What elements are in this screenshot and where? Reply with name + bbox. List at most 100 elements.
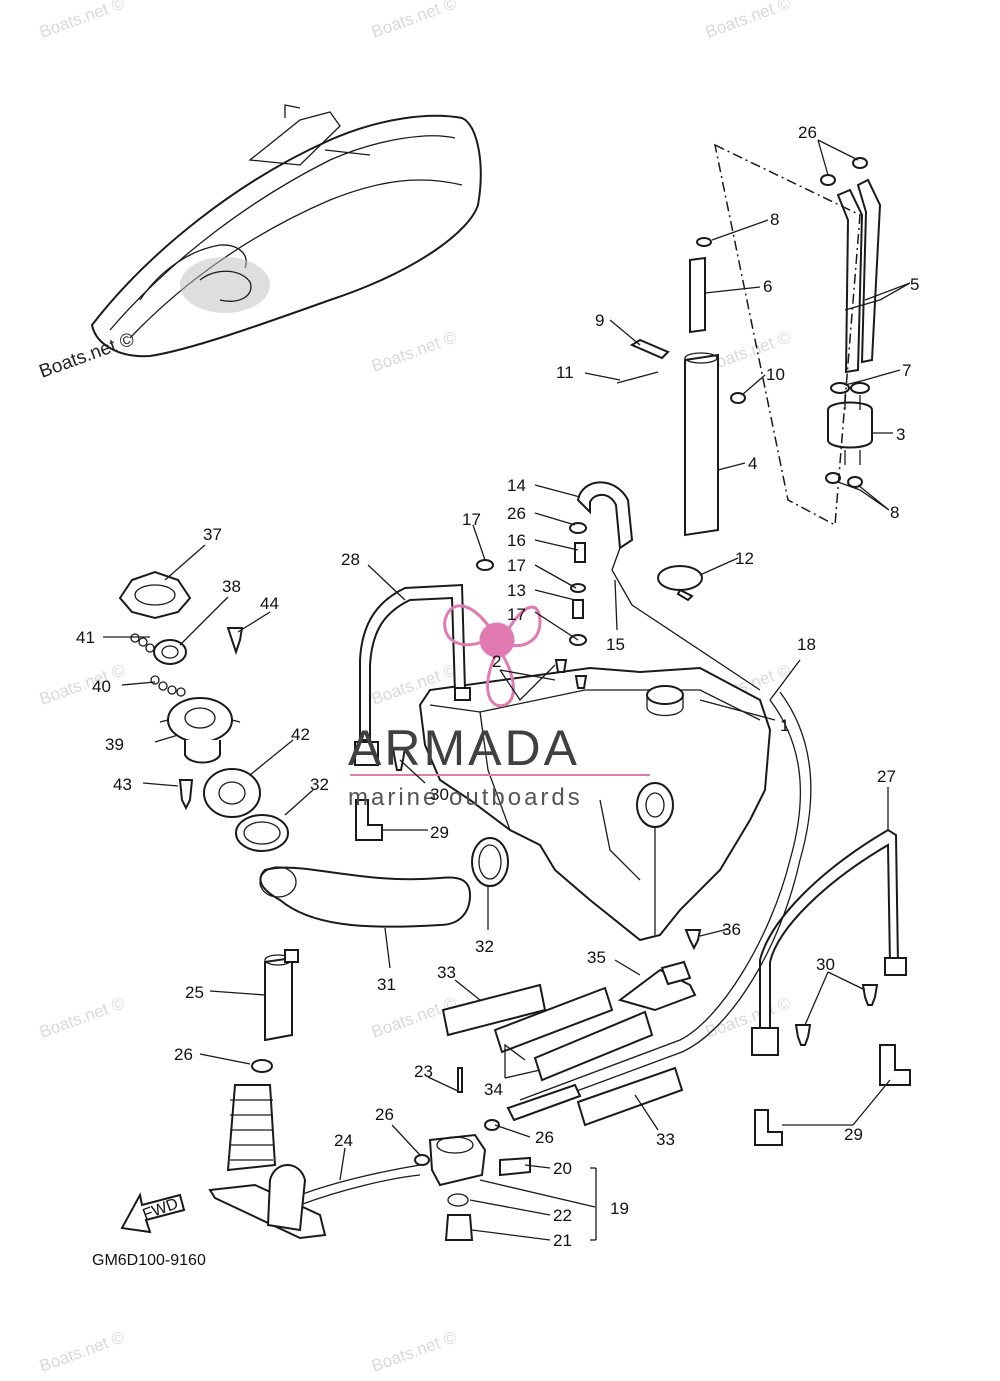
callout-label: 3 [896, 425, 905, 444]
callout-label: 20 [553, 1159, 572, 1178]
callout-label: 4 [748, 454, 757, 473]
callout-label: 29 [844, 1125, 863, 1144]
filler-cap [118, 570, 192, 620]
callout-label: 32 [310, 775, 329, 794]
callout-label: 10 [766, 365, 785, 384]
hold-down-strap-28 [354, 583, 471, 766]
filler-hose [259, 866, 472, 928]
fwd-label: FWD [141, 1195, 181, 1223]
callout-label: 13 [507, 581, 526, 600]
clips-8-lower [825, 472, 863, 488]
callout-label: 5 [910, 275, 919, 294]
callout-label: 26 [507, 504, 526, 523]
washer-10 [730, 392, 746, 404]
callout-label: 30 [816, 955, 835, 974]
filler-neck [646, 685, 684, 705]
pin-9 [629, 338, 670, 360]
tube-6 [689, 256, 706, 334]
callout-label: 2 [492, 652, 501, 671]
bracket-35 [617, 960, 697, 1012]
callout-label: 22 [553, 1206, 572, 1225]
callout-label: 29 [430, 823, 449, 842]
foam-pads [441, 983, 684, 1127]
small-fittings [476, 522, 588, 689]
callout-label: 26 [174, 1045, 193, 1064]
callout-label: 8 [770, 210, 779, 229]
clips-7 [830, 382, 870, 394]
fuel-filter-25 [264, 949, 299, 1042]
hose-clamp-12 [657, 565, 703, 602]
watermark: Boats.net © [703, 993, 794, 1041]
cap-chain [130, 633, 186, 697]
fuel-tank-location-highlight [180, 257, 270, 313]
callout-label: 37 [203, 525, 222, 544]
filler-neck-39 [159, 697, 241, 764]
callout-label: 17 [462, 510, 481, 529]
callout-label: 30 [430, 785, 449, 804]
callout-label: 28 [341, 550, 360, 569]
water-separator [414, 1067, 597, 1241]
hoses-5 [836, 178, 882, 374]
callout-label: 40 [92, 677, 111, 696]
callout-label: 23 [414, 1062, 433, 1081]
pickup-base [208, 1164, 327, 1240]
callout-label: 33 [437, 963, 456, 982]
cap-gasket [153, 639, 187, 665]
cotter-11 [616, 371, 659, 384]
watermark: Boats.net © [703, 0, 794, 42]
callout-label: 26 [375, 1105, 394, 1124]
callout-label: 17 [507, 605, 526, 624]
gasket-42 [203, 768, 261, 818]
pickup-bellows [226, 1084, 277, 1172]
callout-label: 44 [260, 594, 279, 613]
callout-label: 16 [507, 531, 526, 550]
callout-label: 12 [735, 549, 754, 568]
fuel-hose-18 [519, 691, 812, 1113]
callout-label: 39 [105, 735, 124, 754]
clip-8-top [696, 237, 712, 247]
watermark: Boats.net © [37, 993, 128, 1041]
callout-numbers: 26 8 6 5 9 11 10 7 3 4 14 26 17 16 17 13… [76, 123, 919, 1250]
fuel-hose-24 [299, 1164, 421, 1206]
callout-label: 11 [556, 363, 574, 382]
callout-label: 26 [798, 123, 817, 142]
callout-label: 8 [890, 503, 899, 522]
logo-tagline: marine outboards [348, 784, 583, 811]
callout-label: 15 [606, 635, 625, 654]
clip-26-filter [251, 1059, 273, 1073]
callout-label: 35 [587, 948, 606, 967]
hose-clamp-32-right [471, 837, 509, 887]
fuel-tank [418, 666, 772, 942]
callout-label: 32 [475, 937, 494, 956]
callout-label: 24 [334, 1131, 353, 1150]
fwd-arrow: FWD [120, 1192, 186, 1234]
hose-clamp-32-left [235, 814, 289, 852]
callout-label: 33 [656, 1130, 675, 1149]
callout-label: 43 [113, 775, 132, 794]
watermark: Boats.net © [37, 660, 128, 708]
bolts-30-right [794, 984, 879, 1046]
callout-label: 41 [76, 628, 95, 647]
callout-label: 9 [595, 311, 604, 330]
callout-label: 26 [535, 1128, 554, 1147]
callout-label: 1 [780, 716, 789, 735]
watermark: Boats.net © [369, 0, 460, 42]
clips-26-top [820, 157, 868, 186]
callout-label: 42 [291, 725, 310, 744]
bracket-29-left [355, 799, 383, 841]
callout-label: 14 [507, 476, 526, 495]
callout-label: 36 [722, 920, 741, 939]
tube-34 [506, 1083, 582, 1122]
callout-label: 7 [902, 361, 911, 380]
logo-name: ARMADA [348, 720, 580, 776]
bracket-29-right [754, 1044, 911, 1146]
fuel-outlet [636, 782, 674, 828]
watermark-boat: Boats.net © [37, 329, 138, 383]
callout-label: 18 [797, 635, 816, 654]
callout-label: 6 [763, 277, 772, 296]
callout-label: 38 [222, 577, 241, 596]
check-valve-3 [827, 395, 873, 465]
callout-label: 31 [377, 975, 396, 994]
callout-label: 25 [185, 983, 204, 1002]
